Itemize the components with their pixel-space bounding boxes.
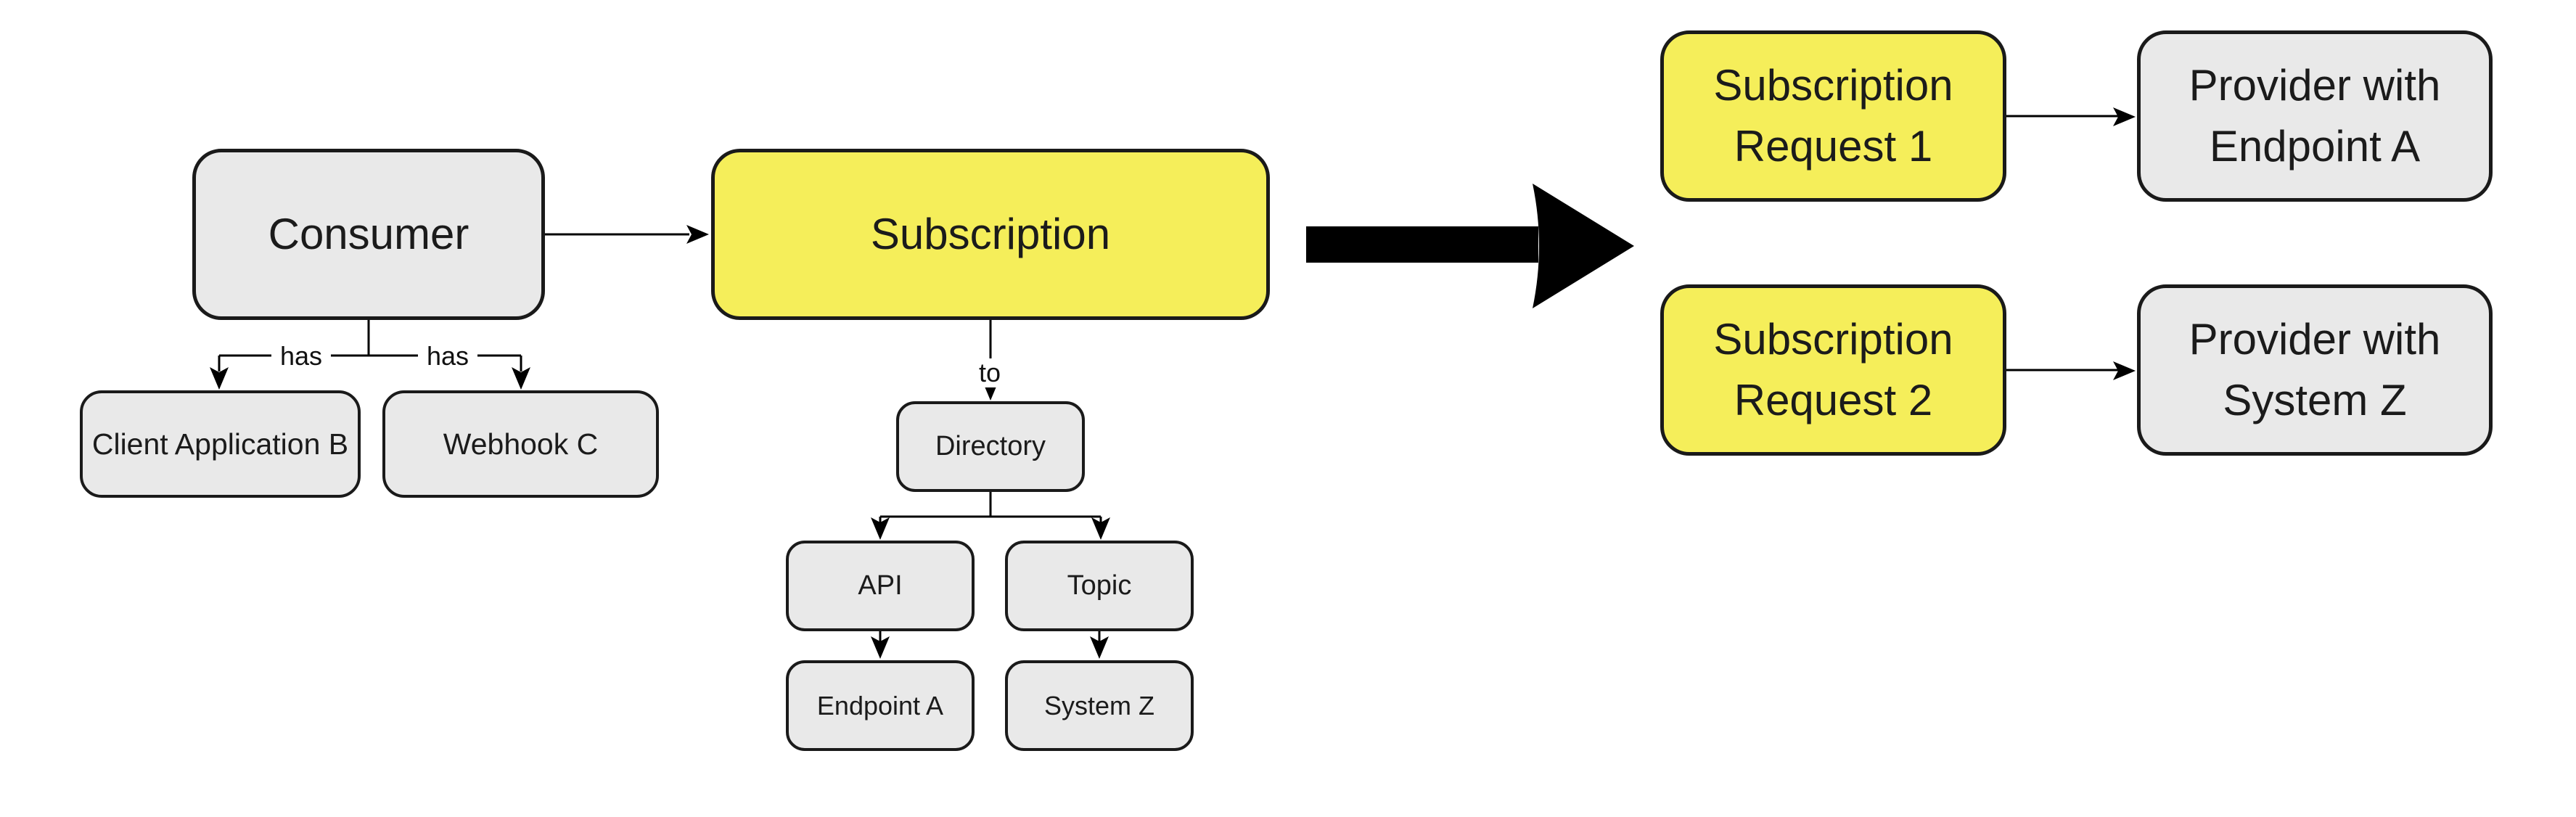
arrowhead-into-api [871, 517, 890, 540]
node-directory: Directory [896, 401, 1085, 492]
node-subscription-request-1-label: Subscription Request 1 [1713, 61, 1953, 171]
node-subscription-label: Subscription [870, 210, 1111, 258]
node-consumer: Consumer [192, 149, 545, 320]
node-provider-with-system-z-label: Provider with System Z [2189, 315, 2441, 424]
node-provider-with-endpoint-a-label: Provider with Endpoint A [2189, 61, 2441, 171]
node-api: API [786, 541, 975, 631]
node-subscription: Subscription [711, 149, 1270, 320]
edge-label-to: to [969, 358, 1010, 387]
node-webhook-c: Webhook C [382, 390, 659, 498]
arrowhead-into-system-z [1090, 636, 1109, 659]
arrowhead-into-topic [1091, 517, 1110, 540]
node-system-z-label: System Z [1043, 690, 1154, 720]
node-client-application-b: Client Application B [80, 390, 361, 498]
edge-label-has-left: has [271, 342, 332, 371]
arrowhead-into-subscription [686, 225, 709, 244]
node-directory-label: Directory [935, 431, 1046, 461]
node-subscription-request-2-label: Subscription Request 2 [1713, 315, 1953, 424]
arrowhead-into-client-app [210, 367, 229, 390]
transform-arrow-head [1533, 184, 1634, 308]
transform-arrow-shaft [1306, 226, 1538, 263]
node-webhook-c-label: Webhook C [443, 427, 599, 461]
node-client-application-b-label: Client Application B [91, 427, 349, 461]
arrowhead-into-endpoint-a [871, 636, 890, 659]
arrowhead-into-provider-a [2113, 107, 2136, 126]
node-consumer-label: Consumer [268, 210, 469, 258]
node-subscription-request-2: Subscription Request 2 [1660, 284, 2006, 456]
transform-arrow-icon [1306, 184, 1634, 308]
connector-lines [218, 115, 2120, 643]
connector-arrowheads [210, 107, 2136, 659]
edge-label-has-right: has [417, 342, 478, 371]
node-subscription-request-1: Subscription Request 1 [1660, 30, 2006, 202]
node-system-z: System Z [1005, 660, 1194, 751]
node-provider-with-system-z: Provider with System Z [2137, 284, 2493, 456]
arrowhead-into-provider-z [2113, 361, 2136, 380]
node-topic: Topic [1005, 541, 1194, 631]
node-provider-with-endpoint-a: Provider with Endpoint A [2137, 30, 2493, 202]
node-endpoint-a: Endpoint A [786, 660, 975, 751]
arrowhead-into-webhook [512, 367, 530, 390]
node-endpoint-a-label: Endpoint A [816, 690, 944, 720]
node-topic-label: Topic [1067, 570, 1132, 601]
node-api-label: API [858, 570, 903, 601]
